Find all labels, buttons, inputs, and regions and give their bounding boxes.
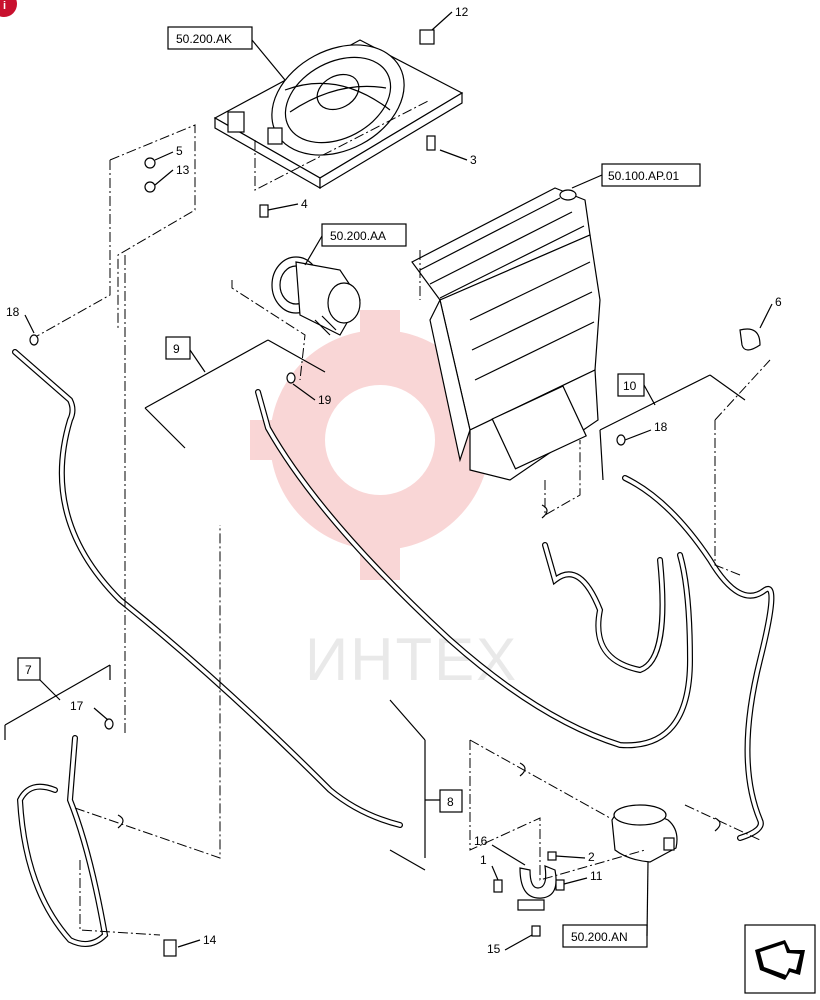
svg-text:50.200.AK: 50.200.AK	[176, 32, 232, 46]
dash-lines	[29, 99, 771, 936]
hose-evaporator	[542, 542, 666, 674]
watermark-text: ИНТЕХ	[305, 626, 518, 693]
svg-text:16: 16	[474, 834, 488, 848]
svg-text:10: 10	[623, 379, 637, 393]
ref-50-100-ap-01[interactable]: 50.100.AP.01	[571, 163, 701, 189]
hose-right	[622, 475, 775, 841]
svg-text:2: 2	[588, 850, 595, 864]
svg-text:6: 6	[775, 295, 782, 309]
svg-text:5: 5	[176, 144, 183, 158]
hardware	[29, 29, 761, 957]
next-page-arrow-icon[interactable]	[744, 924, 816, 994]
compressor	[271, 256, 361, 336]
group-box-10: 10	[599, 373, 746, 481]
ref-50-200-ak[interactable]: 50.200.AK	[167, 26, 286, 81]
svg-text:9: 9	[173, 342, 180, 356]
hose-center	[255, 389, 694, 749]
red-badge-icon: i	[0, 0, 17, 17]
svg-text:19: 19	[318, 393, 332, 407]
svg-text:14: 14	[203, 933, 217, 947]
svg-text:12: 12	[455, 5, 469, 19]
svg-text:50.100.AP.01: 50.100.AP.01	[608, 169, 680, 183]
svg-text:i: i	[3, 0, 6, 12]
hose-loop-bottom-left	[16, 735, 109, 947]
svg-text:18: 18	[6, 305, 20, 319]
svg-text:1: 1	[480, 853, 487, 867]
ref-50-200-aa[interactable]: 50.200.AA	[304, 223, 407, 266]
callouts: 12 3 5 13 4 18 6 19 18 17 16 2 1 11 15 1…	[6, 5, 782, 956]
svg-text:13: 13	[176, 163, 190, 177]
svg-text:17: 17	[70, 699, 84, 713]
group-box-7: 7	[4, 657, 111, 740]
hose-left	[12, 349, 403, 828]
group-box-8: 8	[389, 699, 463, 871]
svg-text:15: 15	[487, 942, 501, 956]
watermark: ИНТЕХ	[250, 310, 518, 693]
svg-text:11: 11	[590, 869, 603, 883]
receiver-drier	[611, 804, 678, 863]
svg-text:50.200.AN: 50.200.AN	[571, 930, 628, 944]
svg-text:4: 4	[301, 197, 308, 211]
svg-text:3: 3	[470, 153, 477, 167]
ref-50-200-an[interactable]: 50.200.AN	[562, 861, 649, 948]
svg-text:7: 7	[25, 663, 32, 677]
svg-text:18: 18	[654, 420, 668, 434]
group-box-9: 9	[144, 336, 326, 449]
svg-text:50.200.AA: 50.200.AA	[330, 229, 386, 243]
mounting-bracket	[517, 865, 557, 911]
hvac-unit	[411, 187, 601, 481]
svg-text:8: 8	[447, 795, 454, 809]
